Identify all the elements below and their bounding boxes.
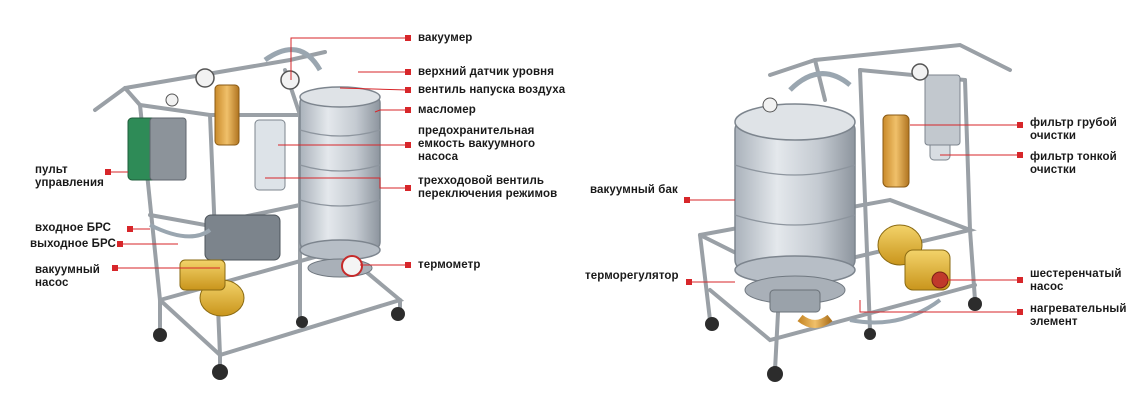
coarse-filter-shape [882,114,910,188]
label-vacuum-tank: вакуумный бак [590,184,678,196]
marker-oil-gauge [405,107,411,113]
label-safety-tank: предохранительная емкость вакуумного нас… [418,125,536,163]
label-thermometer: термометр [418,259,481,271]
marker-control-panel [105,169,111,175]
marker-coarse-filter [1017,122,1023,128]
label-thermoregulator: терморегулятор [585,270,679,282]
vacuummeter-shape [280,70,300,90]
left-tank-shape [299,94,381,251]
label-oil-gauge: масломер [418,104,476,116]
safety-tank-shape [254,119,286,191]
marker-three-way-valve [405,185,411,191]
label-level-sensor: верхний датчик уровня [418,66,555,78]
leader-lines [108,37,1020,313]
label-heating-element: нагревательный элемент [1030,303,1127,328]
thermometer-dial-shape [341,255,363,277]
marker-safety-tank [405,142,411,148]
marker-level-sensor [405,69,411,75]
marker-air-valve [405,87,411,93]
marker-vacuum-pump [112,265,118,271]
label-control-panel: пульт управления [35,164,104,189]
marker-fine-filter [1017,152,1023,158]
marker-vacuum-tank [684,197,690,203]
marker-vacuummeter [405,35,411,41]
marker-thermometer [405,262,411,268]
vacuum-tank-shape [734,119,856,271]
marker-thermoregulator [686,279,692,285]
heating-element-shape [797,314,833,328]
label-fine-filter: фильтр тонкой очистки [1030,151,1117,176]
label-inlet-brs: входное БРС [35,222,111,234]
label-air-valve: вентиль напуска воздуха [418,84,566,96]
label-coarse-filter: фильтр грубой очистки [1030,117,1117,142]
label-outlet-brs: выходное БРС [30,238,116,250]
marker-inlet-brs [127,226,133,232]
label-three-way-valve: трехходовой вентиль переключения режимов [418,175,558,200]
label-gear-pump: шестеренчатый насос [1030,268,1122,293]
label-vacuummeter: вакуумер [418,32,473,44]
vacuum-pump-shape [204,214,281,261]
marker-outlet-brs [117,241,123,247]
label-vacuum-pump: вакуумный насос [35,264,100,289]
marker-gear-pump [1017,277,1023,283]
marker-heating-element [1017,309,1023,315]
